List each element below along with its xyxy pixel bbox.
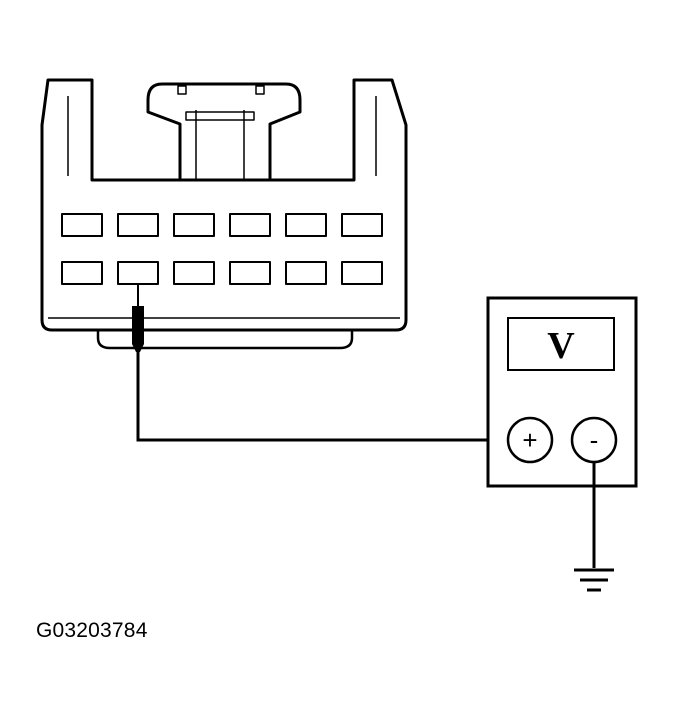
connector: [40, 78, 408, 350]
cavity: [61, 261, 103, 285]
cavity-row-top: [61, 213, 383, 237]
cavity: [341, 261, 383, 285]
cavity: [229, 213, 271, 237]
positive-terminal-symbol: +: [522, 425, 537, 455]
connector-bottom-lip: [96, 330, 354, 350]
probe-body: [132, 306, 144, 352]
voltmeter-display: [507, 317, 615, 371]
locking-tab-notch-left: [177, 85, 187, 95]
connector-body-outline: [40, 78, 408, 332]
test-probe: [132, 284, 144, 352]
locking-tab: [146, 82, 302, 182]
positive-lead-wire: [136, 352, 510, 442]
locking-tab-notch-right: [255, 85, 265, 95]
cavity: [285, 261, 327, 285]
voltmeter: V + -: [486, 296, 638, 488]
cavity: [229, 261, 271, 285]
cavity: [285, 213, 327, 237]
positive-terminal: [506, 416, 554, 464]
cavity: [61, 213, 103, 237]
negative-terminal-symbol: -: [590, 425, 599, 455]
figure-id: G03203784: [36, 619, 148, 642]
cavity: [173, 213, 215, 237]
locking-tab-inner: [185, 110, 255, 180]
cavity: [341, 213, 383, 237]
cavity: [117, 213, 159, 237]
cavity: [173, 261, 215, 285]
ground-icon: [574, 568, 614, 592]
cavity-row-bottom: [61, 261, 383, 285]
voltmeter-display-symbol: V: [547, 325, 575, 367]
